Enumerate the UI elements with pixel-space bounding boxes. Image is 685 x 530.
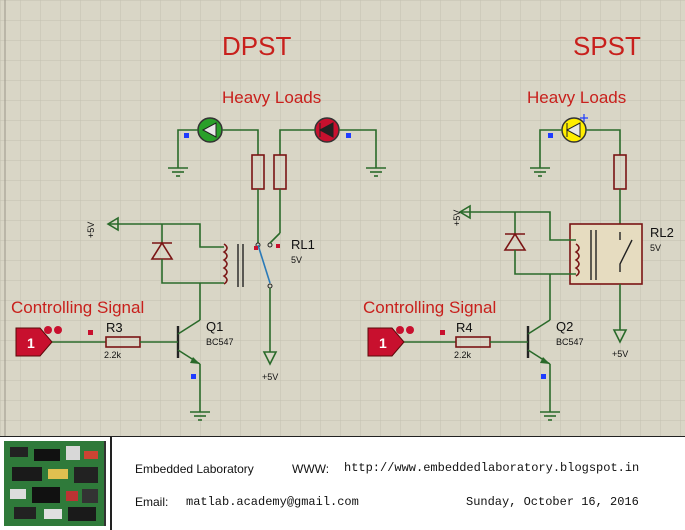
footer-www-link[interactable]: http://www.embeddedlaboratory.blogspot.i…: [344, 461, 640, 475]
spst-signal-label: Controlling Signal: [363, 298, 496, 317]
ground-icon: [540, 411, 560, 421]
spst-relay-voltage: 5V: [650, 243, 661, 253]
spst-transistor-part: BC547: [556, 337, 584, 347]
footer-email-label: Email:: [135, 495, 169, 509]
dpst-resistor-value: 2.2k: [104, 350, 122, 360]
footer-date: Sunday, October 16, 2016: [466, 495, 639, 509]
dpst-supply-bottom: +5V: [262, 372, 278, 382]
svg-text:1: 1: [27, 335, 35, 351]
spst-logic-source[interactable]: 1: [367, 327, 405, 357]
ground-icon: [366, 167, 386, 177]
dpst-lamp-red: [314, 117, 340, 143]
spst-relay: [569, 223, 643, 285]
dpst-transistor-label: Q1: [206, 319, 223, 334]
spst-resistor-label: R4: [456, 320, 473, 335]
circuit-board-photo: [4, 441, 106, 526]
spst-loads-label: Heavy Loads: [527, 88, 626, 107]
spst-title: SPST: [573, 31, 641, 61]
ground-icon: [530, 167, 550, 177]
spst-resistor-value: 2.2k: [454, 350, 472, 360]
dpst-supply-bottom-icon: [262, 351, 278, 366]
spst-probe-icon: [396, 326, 414, 334]
spst-transistor-label: Q2: [556, 319, 573, 334]
dpst-loads-label: Heavy Loads: [222, 88, 321, 107]
spst-relay-label: RL2: [650, 225, 674, 240]
spst-supply-arrow-icon: [458, 204, 471, 220]
circuit-diagram: DPST SPST Heavy Loads Heavy Loads Contro…: [0, 0, 685, 436]
svg-text:1: 1: [379, 335, 387, 351]
dpst-relay-voltage: 5V: [291, 255, 302, 265]
footer-divider: [110, 437, 112, 530]
dpst-supply-top: +5V: [86, 222, 96, 238]
footer-email-link[interactable]: matlab.academy@gmail.com: [186, 495, 359, 509]
dpst-probe-pin-2: [346, 133, 351, 138]
footer-www-label: WWW:: [292, 462, 330, 476]
dpst-probe-icon: [44, 326, 62, 334]
dpst-logic-source[interactable]: 1: [15, 327, 53, 357]
dpst-supply-arrow-icon: [106, 216, 119, 232]
spst-supply-bottom: +5V: [612, 349, 628, 359]
dpst-relay-label: RL1: [291, 237, 315, 252]
spst-supply-bottom-icon: [612, 329, 628, 344]
spst-supply-top: +5V: [452, 210, 462, 226]
dpst-signal-label: Controlling Signal: [11, 298, 144, 317]
footer-org: Embedded Laboratory: [135, 462, 254, 476]
ground-icon: [190, 411, 210, 421]
dpst-probe-pin-1: [184, 133, 189, 138]
dpst-resistor-label: R3: [106, 320, 123, 335]
ground-icon: [168, 167, 188, 177]
dpst-lamp-green: [197, 117, 223, 143]
footer-panel: Embedded Laboratory WWW: http://www.embe…: [0, 436, 685, 530]
dpst-relay-coil: [222, 243, 244, 287]
dpst-title: DPST: [222, 31, 291, 61]
dpst-transistor-part: BC547: [206, 337, 234, 347]
